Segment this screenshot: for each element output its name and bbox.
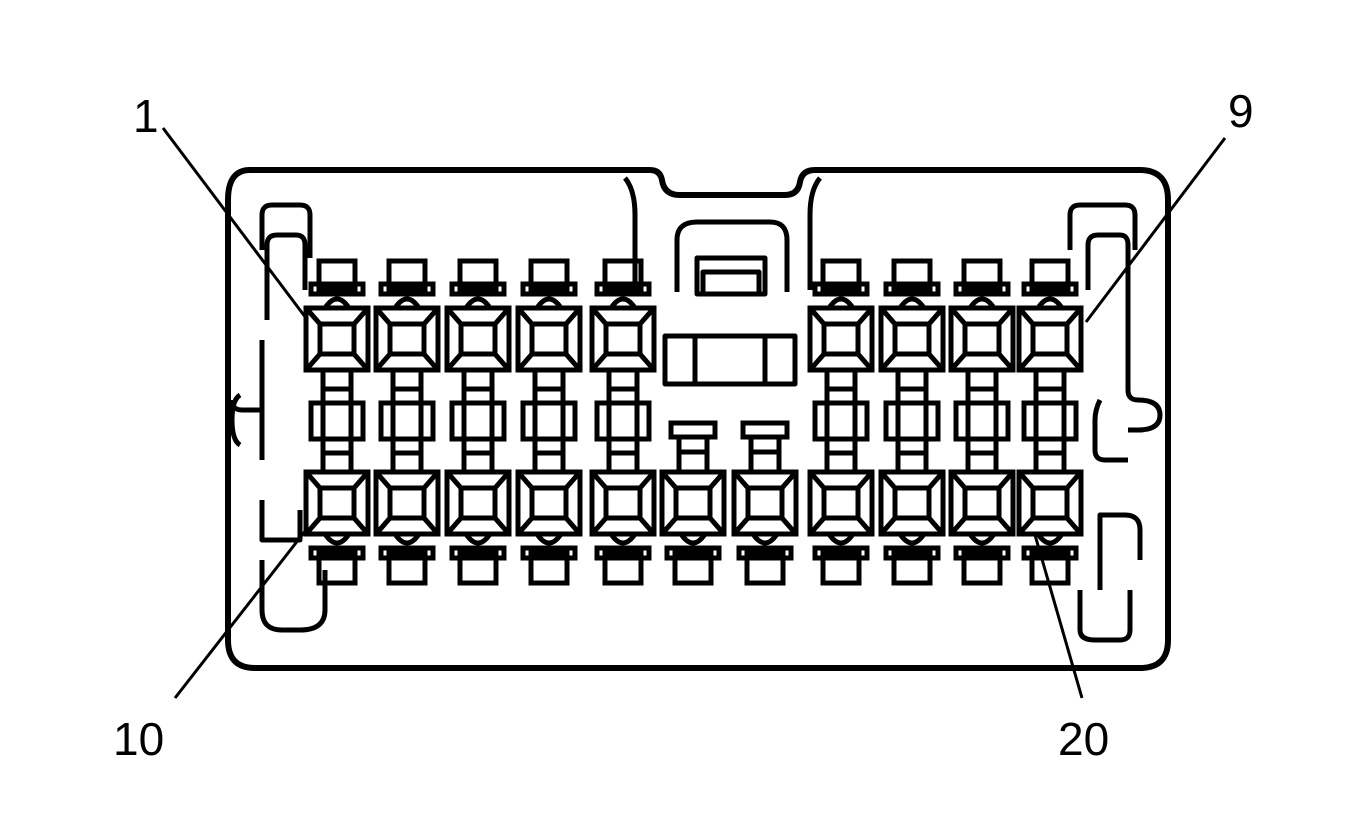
- pin-20: [1016, 469, 1084, 586]
- pin-stem: [740, 420, 790, 472]
- callout-pin-10: 10: [113, 713, 165, 765]
- pin-stem: [449, 370, 507, 472]
- pin-stem: [1021, 370, 1079, 472]
- callout-pin-1: 1: [133, 90, 159, 142]
- pin-15: [659, 469, 727, 586]
- pin-stem: [594, 370, 652, 472]
- connector-housing: [225, 167, 1171, 671]
- leader-line-pin-20: [1033, 534, 1084, 699]
- upper-pin-row: [303, 258, 1084, 373]
- pin-stem: [520, 370, 578, 472]
- pin-19: [948, 469, 1016, 586]
- pin-18: [878, 469, 946, 586]
- pin-4: [515, 258, 583, 373]
- pin-9: [1016, 258, 1084, 373]
- pin-stem: [812, 370, 870, 472]
- leader-line-pin-9: [1084, 137, 1227, 323]
- pin-13: [515, 469, 583, 586]
- pin-1: [303, 258, 371, 373]
- leader-line-pin-10: [173, 529, 308, 699]
- leader-line-pin-1: [161, 127, 308, 319]
- pin-stem: [883, 370, 941, 472]
- pin-8: [948, 258, 1016, 373]
- pin-stem: [953, 370, 1011, 472]
- callout-pin-9: 9: [1228, 85, 1254, 137]
- callout-pin-20: 20: [1058, 713, 1110, 765]
- lower-pin-row: [303, 370, 1084, 586]
- pin-stem: [378, 370, 436, 472]
- pin-17: [807, 469, 875, 586]
- pin-6: [807, 258, 875, 373]
- pin-11: [373, 469, 441, 586]
- pin-stem: [668, 420, 718, 472]
- center-latch: [674, 219, 790, 292]
- center-block: [662, 333, 798, 387]
- pin-3: [444, 258, 512, 373]
- pin-12: [444, 469, 512, 586]
- pin-2: [373, 258, 441, 373]
- pin-16: [731, 469, 799, 586]
- pin-7: [878, 258, 946, 373]
- pin-stem: [308, 370, 366, 472]
- pin-14: [589, 469, 657, 586]
- pin-10: [303, 469, 371, 586]
- pin-5: [589, 258, 657, 373]
